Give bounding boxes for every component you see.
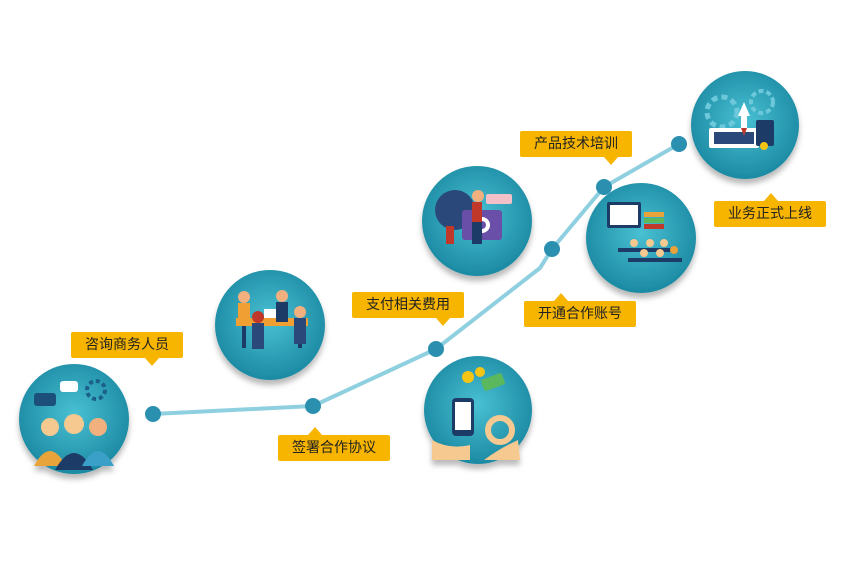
account-setup-icon bbox=[422, 166, 532, 276]
step-node-2 bbox=[305, 398, 321, 414]
step-label-3: 支付相关费用 bbox=[352, 292, 464, 326]
step-label-1: 咨询商务人员 bbox=[71, 332, 183, 366]
step-node-4 bbox=[544, 241, 560, 257]
step-label-6: 业务正式上线 bbox=[714, 193, 826, 227]
business-people-icon bbox=[19, 364, 129, 474]
step-label-2: 签署合作协议 bbox=[278, 427, 390, 461]
step-node-1 bbox=[145, 406, 161, 422]
step-node-3 bbox=[428, 341, 444, 357]
payment-icon bbox=[424, 356, 532, 464]
step-node-6 bbox=[671, 136, 687, 152]
step-label-4: 开通合作账号 bbox=[524, 293, 636, 327]
step-label-5: 产品技术培训 bbox=[520, 131, 632, 165]
technical-training-icon bbox=[586, 183, 696, 293]
step-node-5 bbox=[596, 179, 612, 195]
signing-agreement-icon bbox=[215, 270, 325, 380]
launch-rocket-icon bbox=[691, 71, 799, 179]
